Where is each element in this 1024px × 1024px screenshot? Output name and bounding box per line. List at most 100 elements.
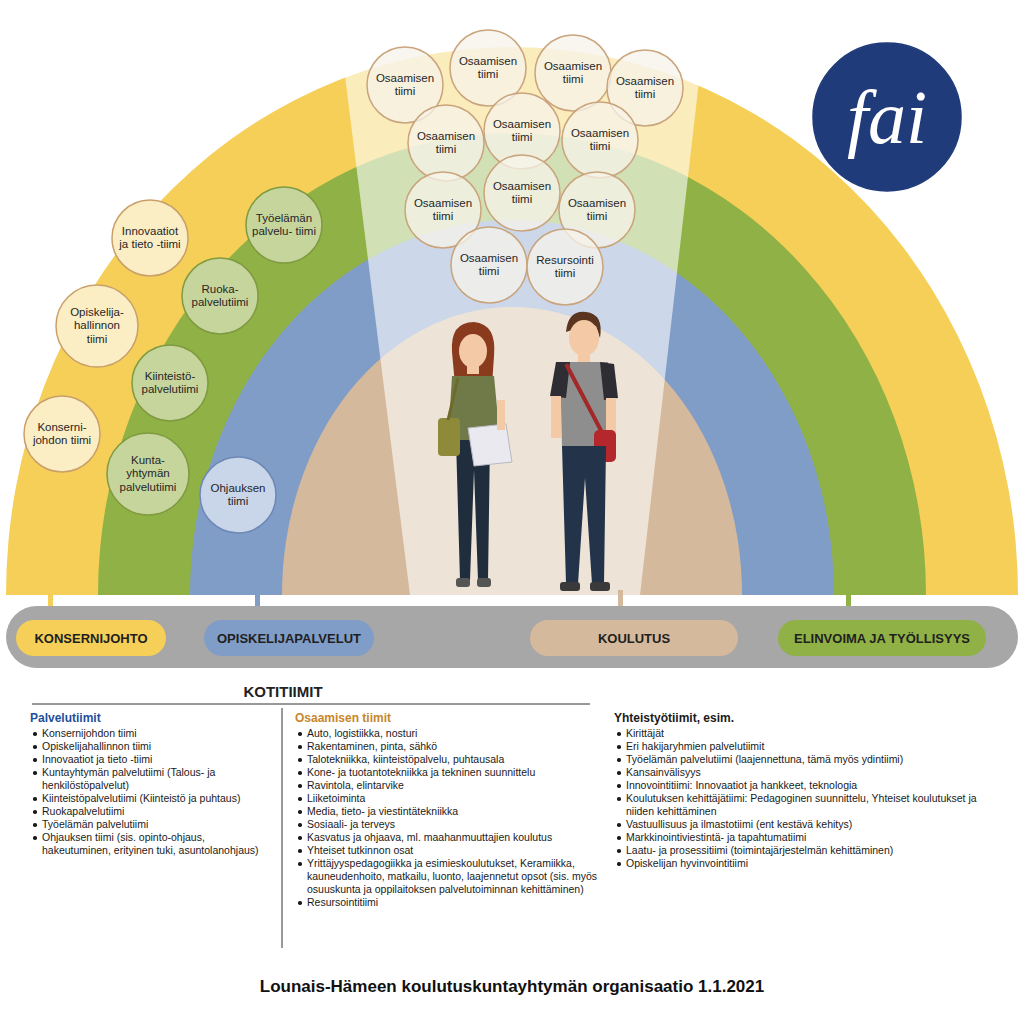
list-text: Laatu- ja prosessitiimi (toimintajärjest… [626, 844, 893, 856]
team-name: Osaamisen tiimi [457, 252, 521, 278]
circle-shape [813, 43, 961, 191]
list-item: Liiketoiminta [295, 792, 600, 805]
list-item: Kiinteistöpalvelutiimi (Kiinteistö ja pu… [30, 792, 275, 805]
list-text: Koulutuksen kehittäjätiimi: Pedagoginen … [626, 792, 977, 817]
list-item: Työelämän palvelutiimi (laajennettuna, t… [614, 753, 1004, 766]
circle-text-wrap: Osaamisen tiimi [534, 34, 612, 112]
list-item: Eri hakijaryhmien palvelutiimit [614, 740, 1004, 753]
rule-line [32, 704, 590, 705]
circle-text-wrap: Ohjauksen tiimi [199, 456, 277, 534]
section-pill: KONSERNIJOHTO [16, 620, 166, 656]
list-item: Markkinointiviestintä- ja tapahtumatiimi [614, 831, 1004, 844]
list-item: Opiskelijahallinnon tiimi [30, 740, 275, 753]
list-item: Ohjauksen tiimi (sis. opinto-ohjaus, hak… [30, 831, 275, 857]
team-name: Innovaatiot ja tieto -tiimi [118, 225, 182, 251]
section-pill: ELINVOIMA JA TYÖLLISYYS [778, 620, 986, 656]
circle-shape [200, 457, 276, 533]
section-label: ELINVOIMA JA TYÖLLISYYS [794, 631, 970, 646]
list-text: Auto, logistiikka, nosturi [307, 727, 417, 739]
circle-text-wrap: Opiskelija- hallinnon tiimi [55, 284, 139, 368]
circle-shape [484, 155, 560, 231]
logo-text: fai [847, 79, 927, 155]
team-name: Kiinteistö- palvelutiimi [138, 370, 202, 396]
team-circle: Innovaatiot ja tieto -tiimi [111, 199, 189, 277]
bullet-dot [298, 823, 302, 827]
team-name: Konserni- johdon tiimi [30, 421, 94, 447]
list-item: Yhteiset tutkinnon osat [295, 844, 600, 857]
list-text: Opiskelijan hyvinvointitiimi [626, 857, 748, 869]
diagram-title: Lounais-Hämeen koulutuskuntayhtymän orga… [0, 977, 1024, 997]
list-item: Kirittäjät [614, 727, 1004, 740]
circle-text-wrap: Resursointi tiimi [526, 228, 604, 306]
list-text: Ruokapalvelutiimi [42, 805, 124, 817]
bullet-dot [298, 797, 302, 801]
team-name: Osaamisen tiimi [373, 72, 437, 98]
spotlight [338, 20, 706, 595]
circle-shape [132, 345, 208, 421]
bullet-dot [298, 784, 302, 788]
circle-text-wrap: Konserni- johdon tiimi [23, 395, 101, 473]
circle-shape [24, 396, 100, 472]
section-label: OPISKELIJAPALVELUT [217, 631, 361, 646]
list-item: Kone- ja tuotantotekniikka ja tekninen s… [295, 766, 600, 779]
team-circle: Resursointi tiimi [526, 228, 604, 306]
list-text: Innovaatiot ja tieto -tiimi [42, 753, 152, 765]
bullet-dot [33, 797, 37, 801]
list-item: Vastuullisuus ja ilmastotiimi (ent kestä… [614, 818, 1004, 831]
team-circle: Osaamisen tiimi [561, 101, 639, 179]
circle-shape [246, 187, 322, 263]
list-text: Opiskelijahallinnon tiimi [42, 740, 151, 752]
list-text: Innovointitiimi: Innovaatiot ja hankkeet… [626, 779, 857, 791]
team-circle: Osaamisen tiimi [407, 104, 485, 182]
circle-shape [182, 258, 258, 334]
bullet-dot [298, 732, 302, 736]
list-item: Kansainvälisyys [614, 766, 1004, 779]
bullet-dot [33, 771, 37, 775]
team-column: PalvelutiimitKonsernijohdon tiimiOpiskel… [30, 711, 275, 857]
list-text: Työelämän palvelutiimi [42, 818, 148, 830]
list-text: Eri hakijaryhmien palvelutiimit [626, 740, 764, 752]
grey-bar [6, 606, 1018, 668]
list-text: Ravintola, elintarvike [307, 779, 404, 791]
team-circle: Kiinteistö- palvelutiimi [131, 344, 209, 422]
bullet-dot [298, 849, 302, 853]
list-item: Sosiaali- ja terveys [295, 818, 600, 831]
circle-text-wrap: fai [812, 42, 962, 192]
list-item: Yrittäjyyspedagogiikka ja esimieskoulutu… [295, 857, 600, 896]
team-column: Osaamisen tiimitAuto, logistiikka, nostu… [295, 711, 600, 909]
list-item: Kasvatus ja ohjaava, ml. maahanmuuttajie… [295, 831, 600, 844]
circle-text-wrap: Osaamisen tiimi [407, 104, 485, 182]
bullet-dot [33, 758, 37, 762]
bullet-dot [298, 901, 302, 905]
bullet-dot [33, 810, 37, 814]
list-text: Kirittäjät [626, 727, 664, 739]
circle-text-wrap: Työelämän palvelu- tiimi [245, 186, 323, 264]
team-name: Kunta- yhtymän palvelutiimi [116, 454, 180, 494]
list-item: Ravintola, elintarvike [295, 779, 600, 792]
section-heading: KOTITIIMIT [243, 683, 322, 700]
list-item: Kuntayhtymän palvelutiimi (Talous- ja he… [30, 766, 275, 792]
bullet-dot [617, 836, 621, 840]
team-circle: Ruoka- palvelutiimi [181, 257, 259, 335]
bullet-dot [617, 797, 621, 801]
bullet-dot [617, 823, 621, 827]
team-name: Osaamisen tiimi [613, 75, 677, 101]
list-text: Resursointitiimi [307, 896, 378, 908]
bullet-dot [617, 862, 621, 866]
list-item: Innovaatiot ja tieto -tiimi [30, 753, 275, 766]
list-text: Rakentaminen, pinta, sähkö [307, 740, 437, 752]
bullet-dot [33, 732, 37, 736]
circle-text-wrap: Innovaatiot ja tieto -tiimi [111, 199, 189, 277]
bullet-dot [617, 745, 621, 749]
section-label: KOULUTUS [598, 631, 670, 646]
logo-circle: fai [812, 42, 962, 192]
circle-shape [107, 433, 189, 515]
bullet-dot [298, 810, 302, 814]
list-text: Media, tieto- ja viestintätekniikka [307, 805, 458, 817]
list-text: Yhteiset tutkinnon osat [307, 844, 413, 856]
list-item: Konsernijohdon tiimi [30, 727, 275, 740]
circle-shape [527, 229, 603, 305]
column-heading: Yhteistyötiimit, esim. [614, 711, 1004, 725]
bullet-dot [298, 862, 302, 866]
